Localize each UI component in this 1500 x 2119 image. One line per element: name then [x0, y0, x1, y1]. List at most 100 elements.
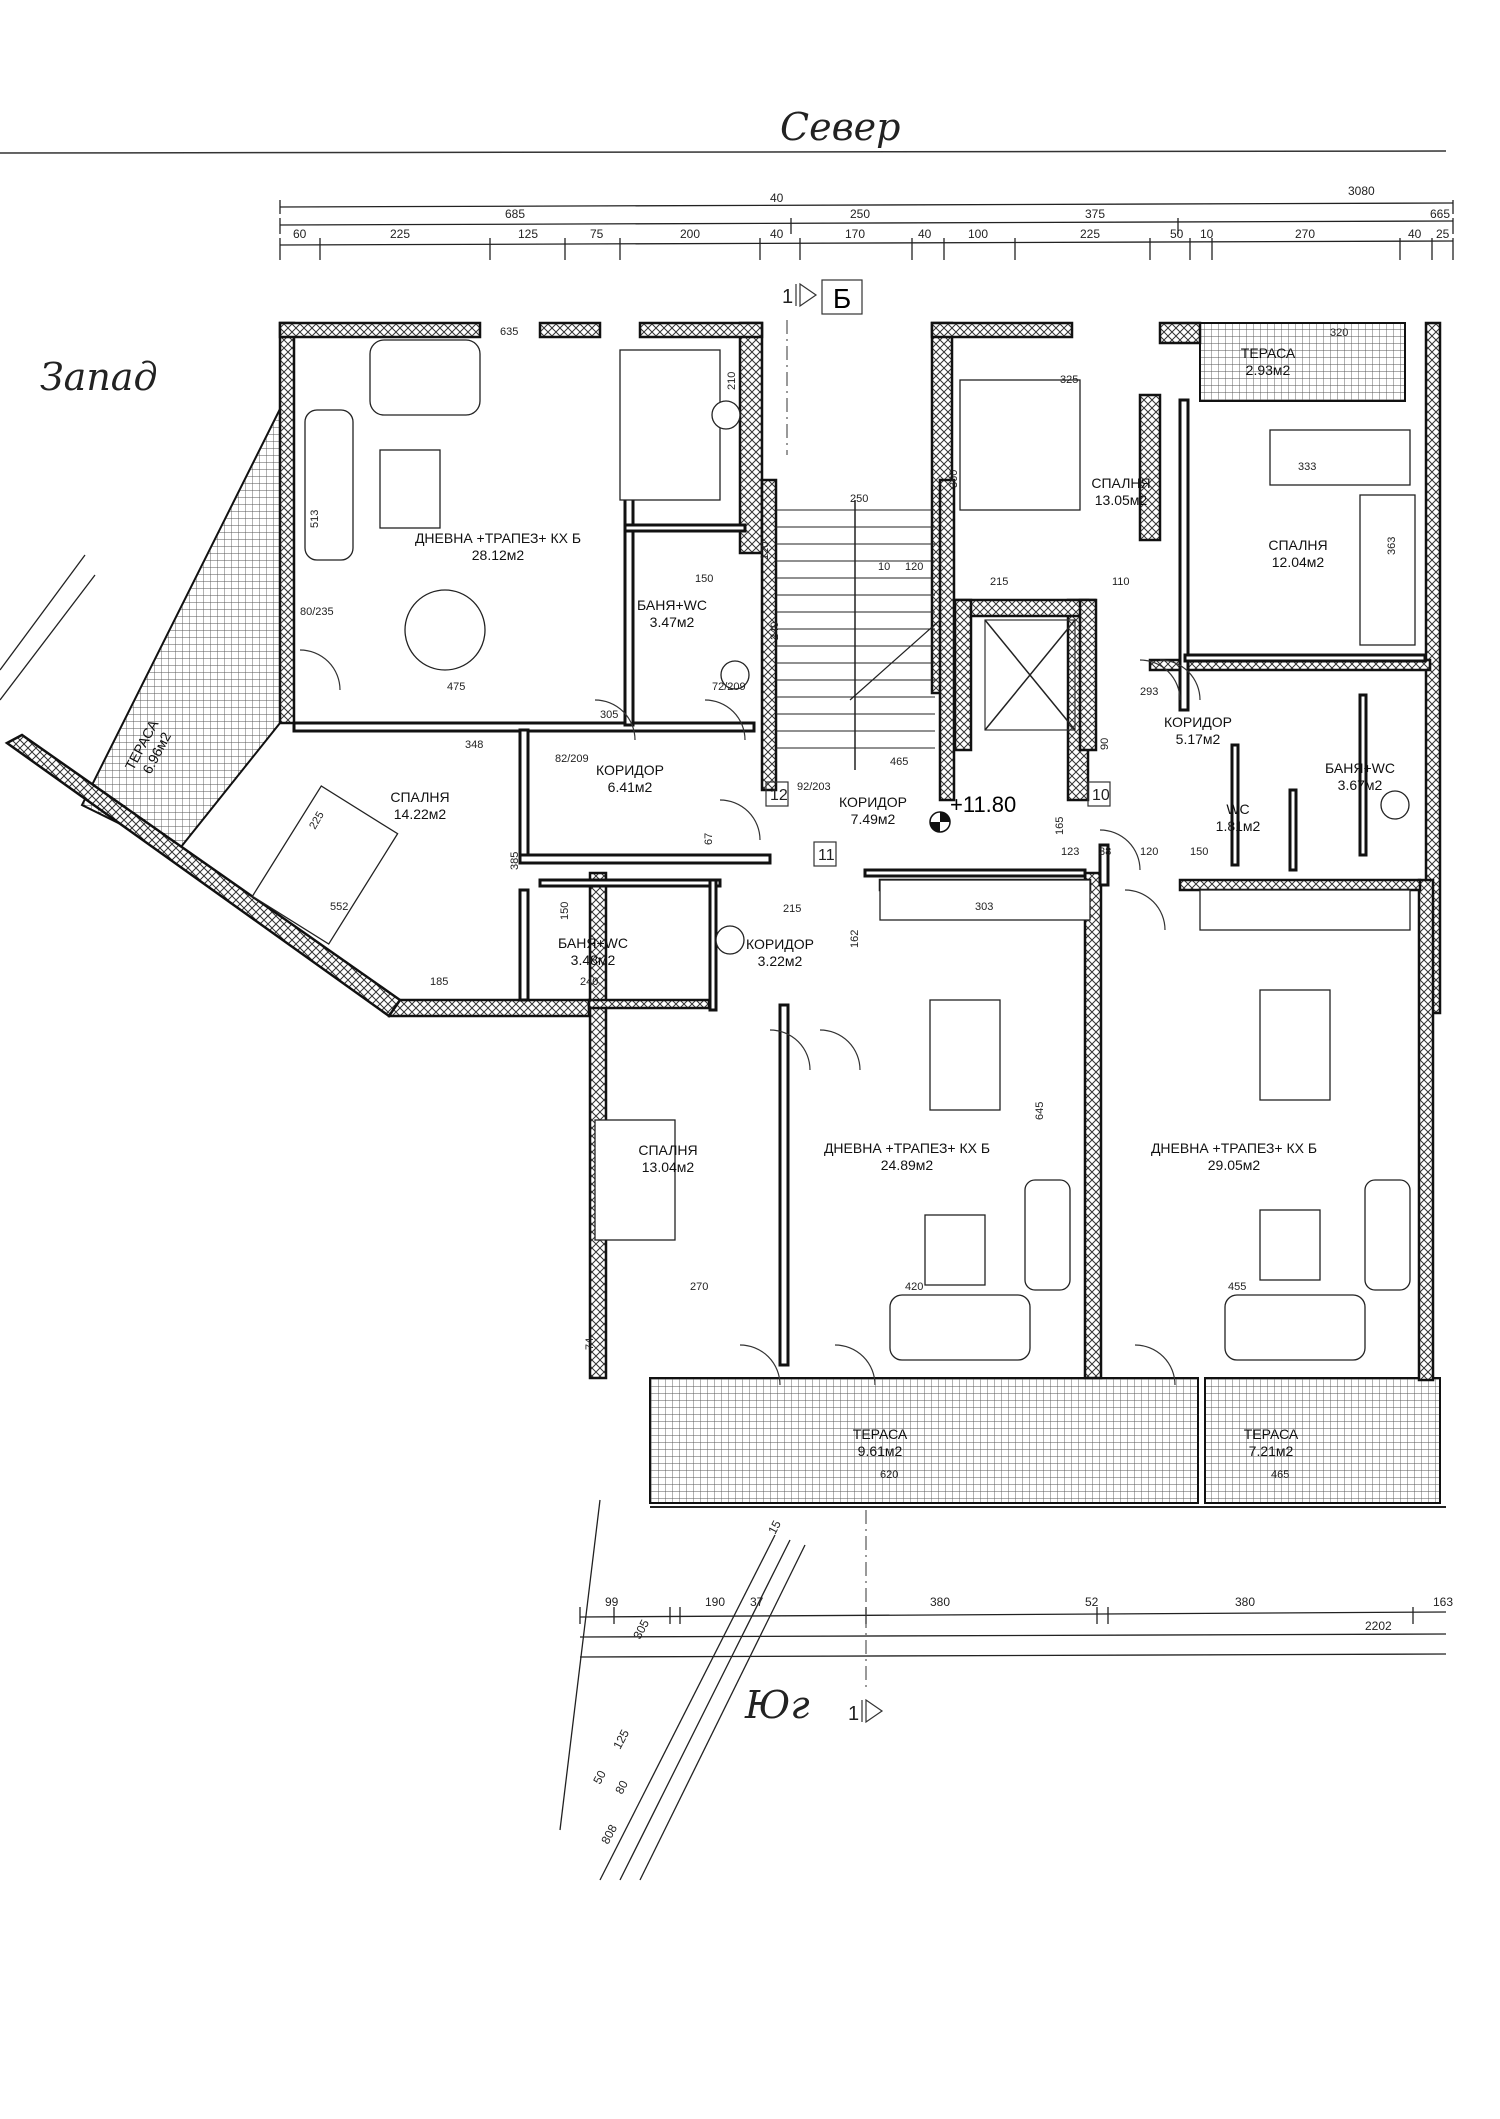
door-swing [769, 1029, 811, 1071]
section-marker-top: 1 Б [782, 279, 863, 455]
dimension-label: 635 [500, 326, 518, 338]
wall [738, 321, 764, 555]
dimension-label: 2202 [1365, 1619, 1392, 1633]
dimension-label: 215 [990, 576, 1008, 588]
sofa [1024, 1179, 1071, 1291]
dimension-label: 240 [580, 976, 598, 988]
wall [587, 998, 711, 1010]
door-swing [594, 699, 636, 741]
door-swing [1134, 1344, 1176, 1386]
wall [953, 598, 973, 752]
dimension-label: 225 [1080, 227, 1100, 241]
room-area: 13.05м2 [1095, 492, 1148, 508]
dimension-label: 90 [1099, 738, 1111, 750]
dimension-label: 110 [1112, 576, 1130, 588]
dimension-label: 513 [309, 510, 321, 528]
room-area: 1.81м2 [1216, 818, 1261, 834]
dimension-label: 320 [1330, 327, 1348, 339]
wall [1138, 393, 1162, 542]
stair-cut-line [849, 619, 941, 701]
room-name: КОРИДОР [839, 794, 907, 810]
elevation-value: +11.80 [950, 792, 1016, 817]
room-name: СПАЛНЯ [638, 1142, 697, 1158]
toilet-icon [715, 925, 745, 955]
partition-wall [1230, 743, 1240, 867]
room-name: БАНЯ+WC [558, 935, 628, 951]
dimension-label: 380 [1235, 1595, 1255, 1609]
bed [1269, 429, 1411, 486]
dimension-label: 170 [845, 227, 865, 241]
dimension-label: 250 [850, 493, 868, 505]
room-area: 24.89м2 [881, 1157, 934, 1173]
dimension-label: 52 [1085, 1595, 1099, 1609]
bed [251, 785, 399, 945]
section-number: 1 [848, 1703, 859, 1725]
dimension-line [579, 1611, 1447, 1618]
dimension-label: 225 [390, 227, 410, 241]
coffee-table [1259, 1209, 1321, 1281]
wall [1178, 878, 1422, 892]
room-label: БАНЯ+WC3.48м2 [558, 935, 628, 968]
dimension-label: 215 [783, 903, 801, 915]
dimension-label: 250 [850, 207, 870, 221]
sofa [889, 1294, 1031, 1361]
room-name: БАНЯ+WC [637, 597, 707, 613]
dimension-label: 25 [1436, 227, 1450, 241]
dimension-label: 305 [600, 709, 618, 721]
dimension-label: 92/203 [797, 781, 831, 793]
partition-wall [623, 523, 747, 533]
north-baseline [0, 150, 1447, 154]
dimension-label: 3080 [1348, 184, 1375, 198]
dimension-label: 620 [880, 1469, 898, 1481]
dimension-label: 270 [690, 1281, 708, 1293]
room-label: ДНЕВНА +ТРАПЕЗ+ КХ Б29.05м2 [1151, 1140, 1317, 1173]
dimension-label: 465 [1271, 1469, 1289, 1481]
room-area: 3.47м2 [650, 614, 695, 630]
room-name: КОРИДОР [1164, 714, 1232, 730]
dimension-label: 165 [1054, 817, 1066, 835]
wall [1078, 598, 1098, 752]
dimension-label: 150 [695, 573, 713, 585]
coffee-table [924, 1214, 986, 1286]
room-area: 28.12м2 [472, 547, 525, 563]
south-label: Юг [744, 1683, 810, 1727]
dimension-label: 74 [584, 1338, 596, 1350]
dimension-label: 270 [1295, 227, 1315, 241]
dimension-label: 82/209 [555, 753, 589, 765]
dimension-label: 465 [890, 756, 908, 768]
dining-table [404, 589, 486, 671]
room-name: WC [1226, 801, 1249, 817]
door-swing [299, 649, 341, 691]
partition-wall [1183, 653, 1427, 663]
dimension-label: 72/209 [712, 681, 746, 693]
room-name: ТЕРАСА [853, 1426, 908, 1442]
dimension-label: 80 [612, 1778, 631, 1797]
dimension-label: 210 [726, 372, 738, 390]
stair-number: 10 [1092, 787, 1110, 804]
wall [1417, 878, 1435, 1382]
dimension-line [279, 202, 1454, 208]
axis-label: Б [833, 283, 851, 314]
room-name: ДНЕВНА +ТРАПЕЗ+ КХ Б [824, 1140, 990, 1156]
west-label: Запад [40, 355, 158, 399]
dimension-line [279, 240, 1454, 246]
wall [638, 321, 764, 339]
partition-wall [1358, 693, 1368, 857]
room-name: ДНЕВНА +ТРАПЕЗ+ КХ Б [1151, 1140, 1317, 1156]
door-swing [704, 699, 746, 741]
dimension-label: 50 [590, 1768, 609, 1787]
dimension-label: 685 [505, 207, 525, 221]
dimension-label: 125 [610, 1727, 632, 1752]
wall [387, 998, 591, 1018]
partition-wall [863, 868, 1087, 878]
dimension-line [619, 1539, 791, 1881]
room-area: 7.21м2 [1249, 1443, 1294, 1459]
north-label: Север [780, 105, 901, 149]
room-area: 12.04м2 [1272, 554, 1325, 570]
partition-wall [708, 878, 718, 1012]
